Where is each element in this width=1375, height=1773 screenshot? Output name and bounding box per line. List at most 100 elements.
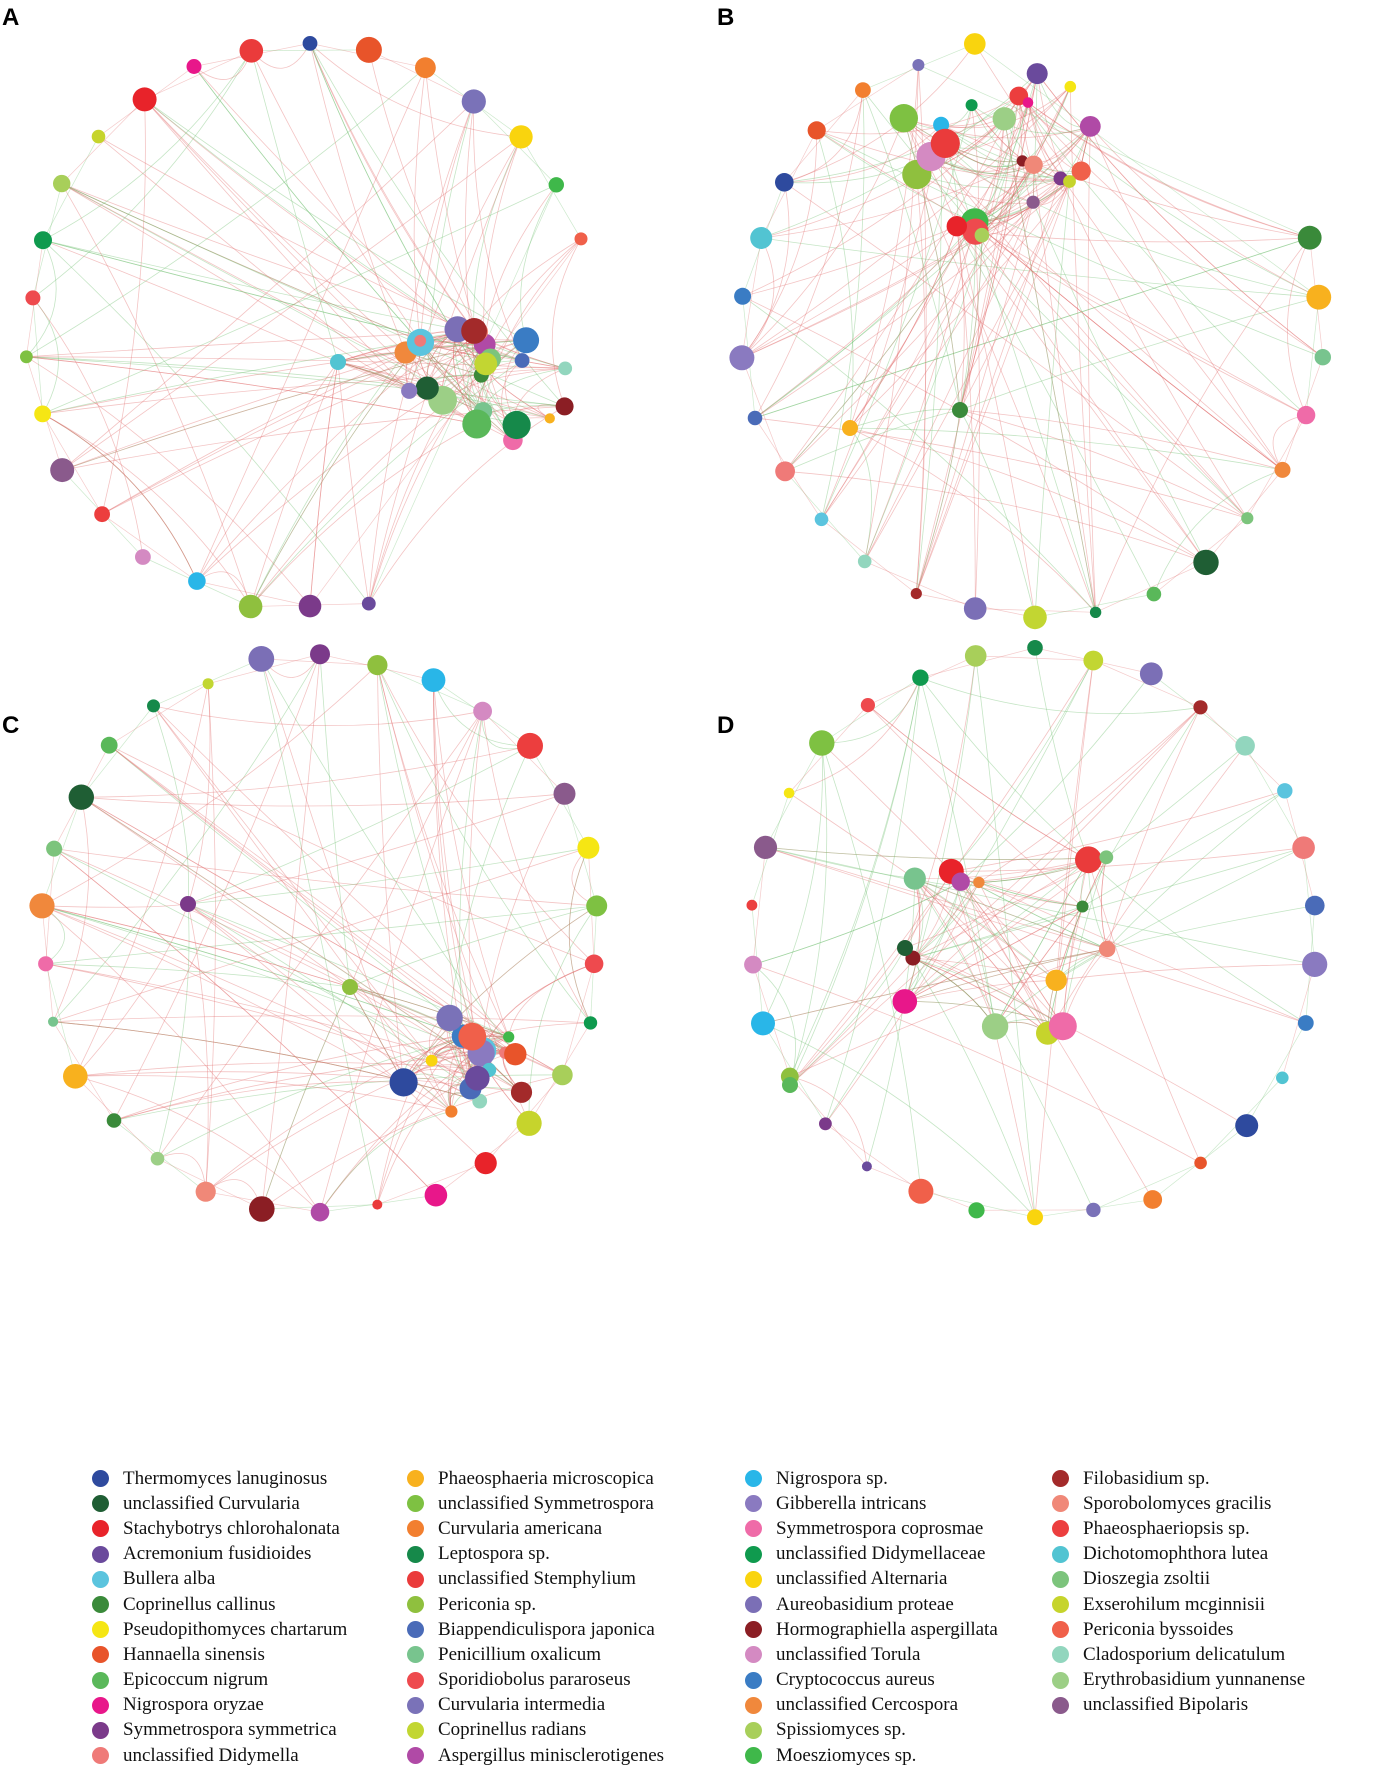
network-edge [789, 882, 980, 1086]
panel-b: B [717, 4, 1332, 630]
network-edge [754, 90, 864, 419]
network-node [474, 1152, 497, 1175]
legend-label: Bullera alba [123, 1568, 216, 1590]
network-edge [1095, 562, 1207, 613]
network-edge [959, 296, 1319, 411]
network-edge [762, 948, 1108, 1024]
network-edge [974, 221, 1283, 471]
legend-swatch [407, 1545, 424, 1563]
network-edge [61, 183, 410, 392]
legend-item: Coprinellus radians [407, 1718, 664, 1743]
network-edge [349, 986, 404, 1083]
network-edge [187, 683, 211, 905]
network-edge [250, 50, 339, 363]
network-edge [459, 711, 483, 1037]
network-edge [98, 136, 480, 333]
network-edge [81, 796, 490, 1071]
network-edge [903, 117, 1248, 519]
legend-label: Symmetrospora coprosmae [776, 1517, 984, 1539]
network-node [389, 1068, 418, 1097]
network-edge [75, 1075, 452, 1112]
legend-item: Penicillium oxalicum [407, 1642, 664, 1667]
network-edge [26, 356, 477, 425]
legend-label: Biappendiculispora japonica [438, 1618, 655, 1640]
network-edge [960, 881, 1057, 981]
network-edge [41, 905, 480, 1102]
network-edge [944, 143, 1096, 613]
network-edge [26, 67, 426, 358]
network-node [814, 512, 829, 527]
legend-label: Aspergillus minisclerotigenes [438, 1744, 665, 1766]
network-edge [959, 181, 1070, 411]
panel-label: C [2, 712, 19, 739]
network-edge [1003, 118, 1096, 613]
network-edge [920, 677, 1089, 861]
network-edge [26, 356, 477, 425]
network-edge [75, 1062, 490, 1077]
legend-swatch [745, 1520, 762, 1538]
network-edge [789, 707, 1201, 1086]
network-edge [250, 423, 477, 607]
network-edge [752, 964, 1201, 1164]
network-edge [113, 1035, 464, 1121]
legend-item: unclassified Didymellaceae [745, 1542, 998, 1567]
legend-item: Aureobasidium proteae [745, 1592, 998, 1617]
panel-label: B [717, 4, 734, 31]
network-node [819, 1117, 832, 1131]
network-edge [196, 580, 311, 607]
legend-swatch [92, 1721, 109, 1739]
network-edge [62, 344, 485, 471]
network-edge [754, 126, 1091, 419]
legend-swatch [745, 1646, 762, 1664]
network-node [239, 39, 264, 63]
network-node [751, 1011, 775, 1036]
legend-label: Cryptococcus aureus [776, 1669, 935, 1691]
network-node [910, 588, 922, 600]
network-edge [903, 102, 1029, 128]
network-edge [741, 118, 905, 359]
network-edge [1100, 857, 1108, 950]
network-node [514, 353, 530, 368]
network-node [425, 1054, 438, 1067]
network-edge [960, 881, 1064, 1027]
network-node [461, 89, 486, 114]
node-layer [20, 36, 588, 619]
network-node [415, 57, 436, 79]
network-edge [368, 358, 491, 604]
legend-swatch [407, 1721, 424, 1739]
network-edge [765, 847, 1107, 860]
network-edge [761, 118, 1005, 239]
legend-label: Acremonium fusidioides [123, 1543, 312, 1565]
network-edge [912, 859, 1089, 959]
network-edge [912, 957, 1064, 1027]
legend-item: Biappendiculispora japonica [407, 1617, 664, 1642]
legend-swatch [92, 1470, 109, 1488]
network-edge [81, 745, 531, 798]
legend-swatch [745, 1570, 762, 1588]
network-edge [765, 847, 1306, 1024]
network-node [414, 334, 427, 347]
network-edge [250, 361, 339, 607]
network-edge [741, 237, 775, 359]
network-edge [1056, 964, 1315, 981]
panel-a: A [2, 4, 588, 619]
network-edge [903, 117, 1023, 163]
legend-swatch [745, 1470, 762, 1488]
network-edge [994, 859, 1089, 1027]
network-edge [978, 882, 1048, 1034]
network-edge [914, 878, 1108, 950]
network-edge [974, 221, 1283, 471]
network-node [1193, 700, 1208, 715]
network-node [50, 458, 75, 483]
network-edge [915, 174, 926, 594]
network-edge [821, 90, 865, 520]
network-edge [904, 856, 1107, 1002]
network-edge [480, 793, 565, 1054]
network-edge [193, 66, 484, 412]
network-edge [914, 878, 1108, 950]
legend-label: Curvularia americana [438, 1517, 603, 1539]
network-node [424, 1183, 448, 1207]
legend-swatch [1052, 1570, 1069, 1588]
network-edge [368, 406, 565, 604]
network-edge [157, 903, 190, 1159]
